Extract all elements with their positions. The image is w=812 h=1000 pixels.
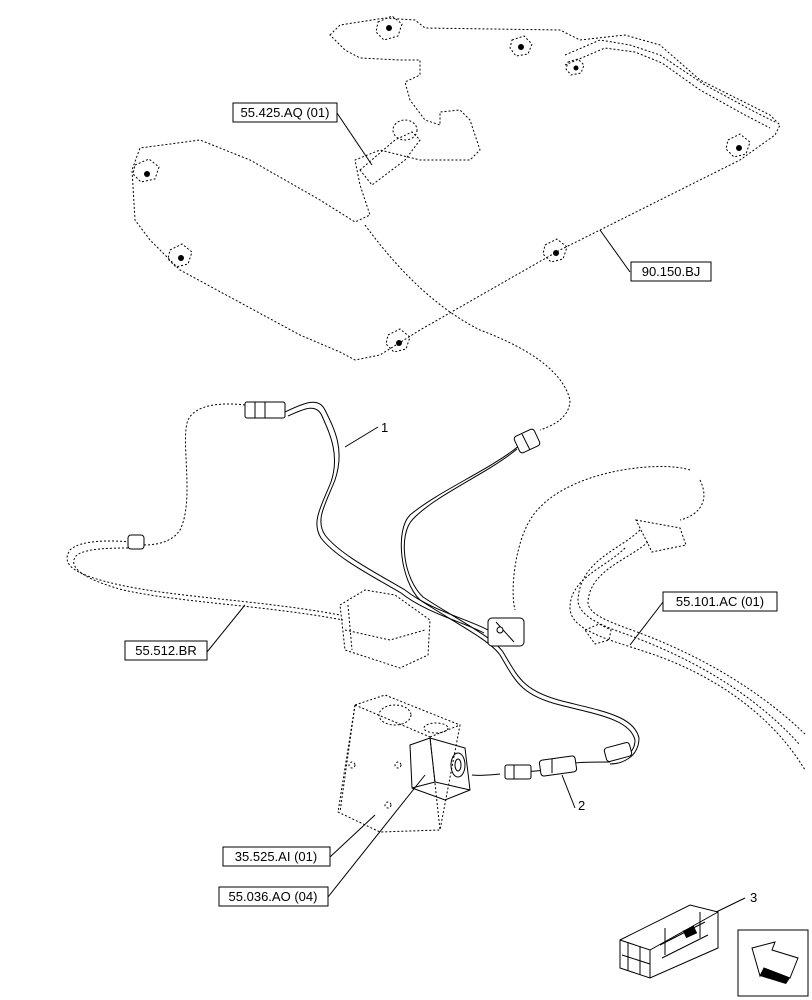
callout-55-512-br[interactable]: 55.512.BR — [124, 640, 208, 661]
connector-mid — [513, 428, 541, 454]
connector-top — [244, 401, 286, 419]
callout-label: 55.512.BR — [135, 643, 196, 658]
leader-lines — [206, 112, 746, 916]
kit-box-icon — [619, 904, 719, 979]
roof-bracket-6 — [167, 243, 193, 268]
roof-bracket-8 — [132, 158, 160, 183]
item-number-3: 3 — [750, 890, 757, 905]
dashed-harness-left — [66, 403, 344, 621]
roof-bracket-1 — [375, 15, 403, 41]
harness-1 — [284, 401, 640, 776]
connector-junction — [487, 617, 525, 647]
arrow-nav-icon[interactable] — [737, 929, 809, 997]
connector-lower-right — [603, 742, 633, 762]
roof-bracket-5 — [542, 238, 568, 263]
item-number-1: 1 — [381, 420, 388, 435]
roof-bracket-3 — [565, 58, 585, 76]
callout-label: 55.425.AQ (01) — [241, 105, 330, 120]
roof-bracket-2 — [509, 35, 533, 57]
dashed-harness-right — [512, 466, 807, 771]
roof-bracket-4 — [725, 133, 751, 158]
callout-label: 35.525.AI (01) — [235, 849, 317, 864]
connector-small — [504, 764, 532, 780]
callout-label: 90.150.BJ — [642, 264, 701, 279]
roof-mounted-sensor — [359, 119, 421, 186]
foot-pedal — [339, 589, 431, 669]
callout-label: 55.101.AC (01) — [676, 594, 764, 609]
callout-55-101-ac[interactable]: 55.101.AC (01) — [662, 591, 778, 612]
roof-bracket-7 — [385, 328, 411, 353]
callout-35-525-ai[interactable]: 35.525.AI (01) — [222, 846, 331, 867]
connector-inline — [538, 755, 578, 777]
callout-90-150-bj[interactable]: 90.150.BJ — [630, 261, 712, 282]
solenoid — [409, 737, 471, 801]
valve-block — [337, 694, 461, 833]
item-number-2: 2 — [578, 798, 585, 813]
cab-panel-outline — [131, 17, 781, 431]
callout-label: 55.036.AO (04) — [229, 889, 318, 904]
callout-55-425-aq[interactable]: 55.425.AQ (01) — [232, 102, 338, 123]
callout-55-036-ao[interactable]: 55.036.AO (04) — [218, 886, 329, 907]
